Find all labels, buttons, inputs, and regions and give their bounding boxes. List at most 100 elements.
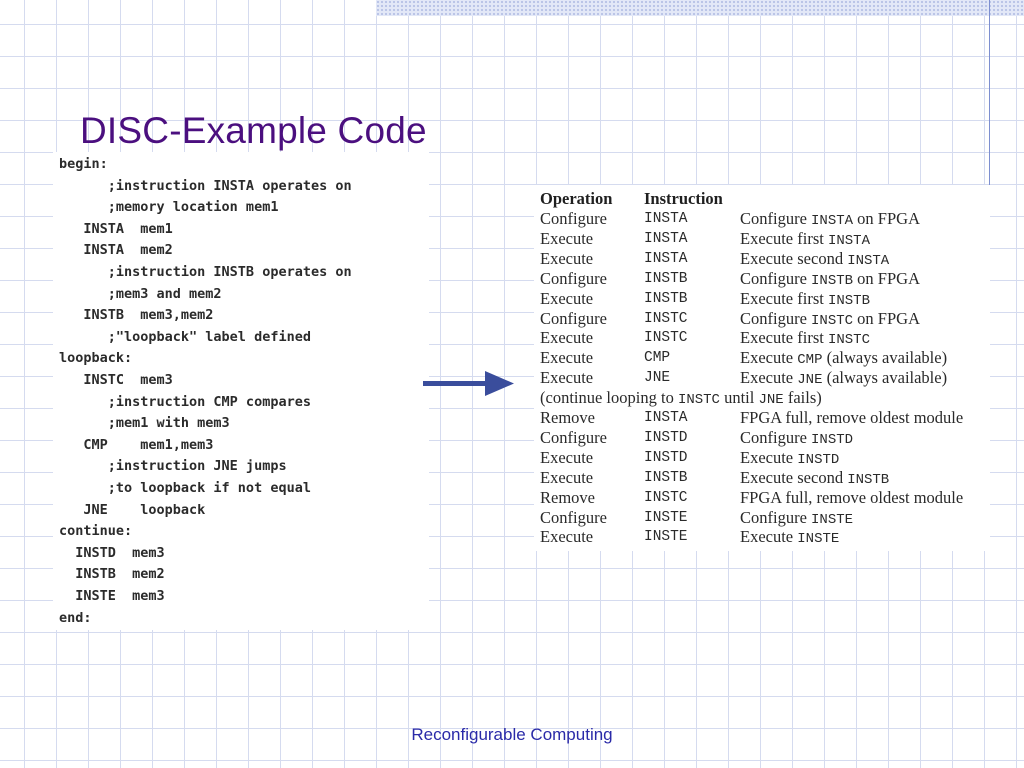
table-description-segment: Configure [740,427,812,447]
table-cell-description: Configure INSTE [740,507,854,528]
table-description-segment: INSTA [847,252,890,269]
table-cell-description: Execute JNE (always available) [740,368,948,388]
table-cell-instruction: INSTA [644,230,688,247]
code-line: ;mem1 with mem3 [59,415,230,432]
table-cell-operation: Execute [540,348,594,368]
code-line: INSTA mem2 [59,242,173,259]
table-cell-instruction: INSTA [644,410,688,426]
table-description-segment: INSTB [827,292,870,309]
code-line: INSTC mem3 [59,372,173,388]
table-cell-description: Execute INSTE [740,527,839,547]
table-cell-instruction: INSTC [644,330,688,347]
code-line: INSTB mem2 [59,566,165,583]
table-cell-operation: Execute [540,527,594,547]
code-line: loopback: [59,350,133,367]
table-cell-description: Execute second INSTB [740,467,890,488]
code-line: continue: [59,523,133,540]
table-cell-instruction: INSTC [644,310,688,327]
table-cell-operation: Execute [540,288,594,308]
table-cell-operation: Configure [540,209,607,228]
code-line: INSTD mem3 [59,544,165,561]
code-line: end: [59,609,92,626]
table-cell-operation: Remove [540,408,595,427]
table-description-segment: INSTE [811,511,854,528]
table-note-segment: fails) [783,388,822,408]
code-line: INSTA mem1 [59,220,173,237]
table-description-segment: INSTA [811,213,854,229]
table-description-segment: Configure [740,209,812,228]
table-description-segment: Configure [740,268,812,288]
right-arrow-icon [423,371,514,396]
table-cell-description: FPGA full, remove oldest module [740,487,964,507]
table-cell-instruction: INSTE [644,509,688,526]
table-description-segment: (always available) [822,348,948,368]
table-cell-operation: Execute [540,248,594,268]
table-description-segment: INSTB [811,272,854,289]
table-cell-instruction: INSTA [644,250,688,267]
table-description-segment: (always available) [822,368,948,388]
code-line: ;"loopback" label defined [59,328,311,345]
table-header-operation: Operation [540,189,613,208]
table-cell-description: Execute first INSTB [740,288,870,309]
table-note-segment: INSTC [677,392,720,409]
table-cell-operation: Configure [540,427,607,447]
table-description-segment: on FPGA [853,209,920,228]
table-description-segment: FPGA full, remove oldest module [740,487,964,507]
table-description-segment: Execute [740,348,798,368]
table-cell-instruction: INSTC [644,489,688,506]
table-description-segment: INSTB [847,471,890,488]
table-cell-instruction: INSTB [644,469,688,486]
table-description-segment: Execute second [740,467,848,487]
table-cell-instruction: INSTD [644,449,688,466]
table-cell-instruction: JNE [644,370,671,387]
table-cell-operation: Configure [540,268,607,288]
table-description-segment: Execute [740,527,798,547]
table-cell-operation: Execute [540,328,594,348]
table-description-segment: Configure [740,507,812,527]
table-cell-description: Configure INSTA on FPGA [740,209,920,229]
table-cell-instruction: INSTE [644,529,688,546]
code-line: ;instruction INSTA operates on [59,177,352,194]
code-line: ;instruction CMP compares [59,393,311,410]
table-cell-description: FPGA full, remove oldest module [740,409,963,427]
table-cell-instruction: CMP [644,350,671,367]
table-cell-description: Execute INSTD [740,449,840,468]
table-description-segment: Execute first [740,288,828,308]
code-line: ;memory location mem1 [59,199,279,216]
code-line: ;to loopback if not equal [59,480,311,496]
table-cell-instruction: INSTD [644,429,688,446]
code-line: INSTB mem3,mem2 [59,307,214,324]
code-line: JNE loopback [59,501,206,518]
table-cell-description: Configure INSTB on FPGA [740,268,920,289]
table-cell-operation: Execute [540,368,594,388]
table-cell-description: Execute CMP (always available) [740,348,948,369]
table-note-segment: (continue looping to [540,388,678,408]
table-description-segment: Execute [740,368,798,388]
right-vertical-rule [989,0,990,185]
top-decorative-band [376,0,1024,16]
table-description-segment: Execute first [740,328,828,348]
table-note-segment: JNE [758,392,784,409]
table-cell-operation: Configure [540,308,607,328]
table-description-segment: INSTA [827,232,870,249]
table-description-segment: INSTC [811,312,854,329]
table-cell-operation: Execute [540,447,594,467]
table-description-segment: Execute second [740,248,848,268]
code-line: INSTE mem3 [59,588,165,604]
table-cell-description: Execute first INSTC [740,328,870,349]
slide-title: DISC-Example Code [80,110,427,151]
table-description-segment: INSTC [827,332,870,349]
table-description-segment: CMP [797,352,823,369]
slide-footer: Reconfigurable Computing [411,725,613,744]
table-description-segment: INSTD [811,431,854,448]
code-line: ;instruction JNE jumps [59,458,287,475]
code-line: ;mem3 and mem2 [59,285,222,302]
code-line: CMP mem1,mem3 [59,436,214,453]
table-cell-description: Execute second INSTA [740,248,890,269]
table-description-segment: INSTD [797,451,840,468]
code-line: begin: [59,156,108,172]
table-cell-operation: Execute [540,228,594,248]
table-cell-instruction: INSTB [644,290,688,307]
table-description-segment: Configure [740,308,812,328]
